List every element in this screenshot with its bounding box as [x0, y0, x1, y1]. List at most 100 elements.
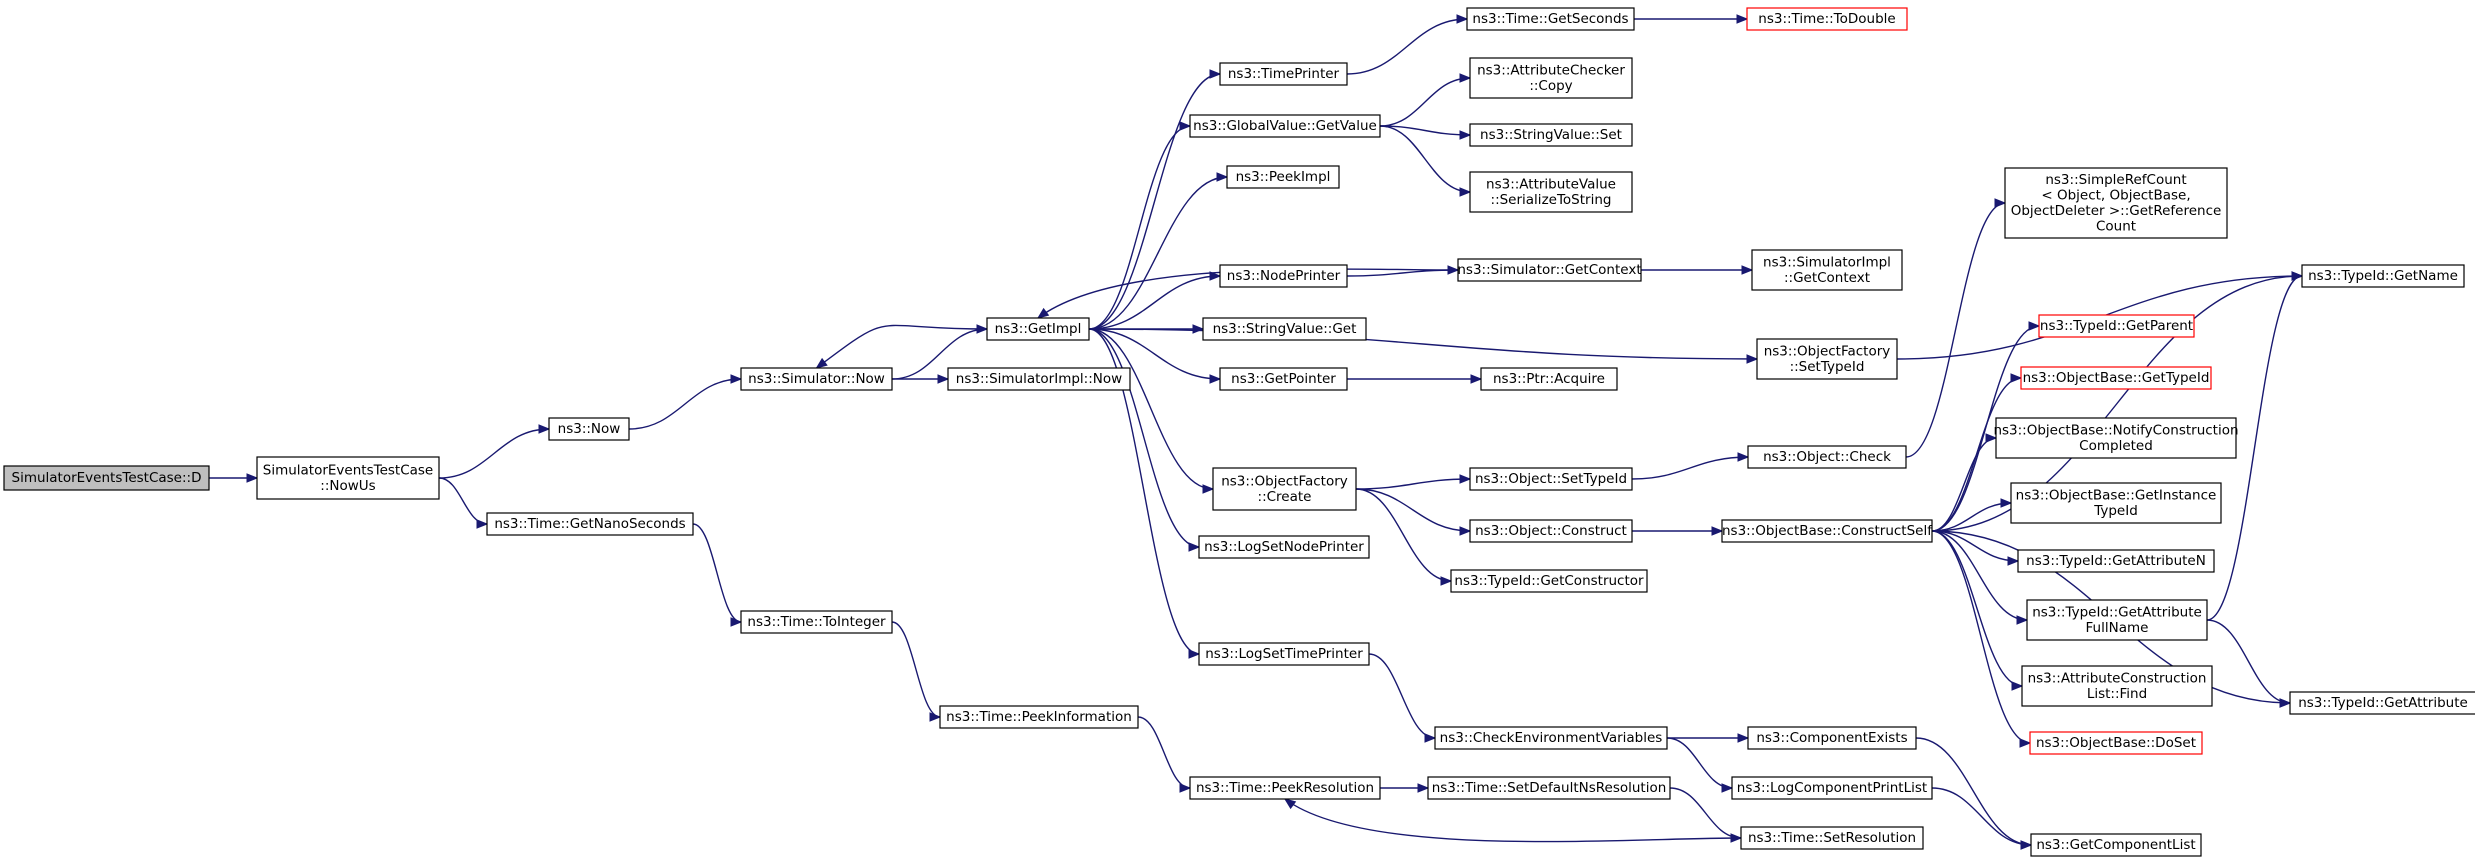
node-ns3-objectbase-constructself[interactable]: ns3::ObjectBase::ConstructSelf [1721, 519, 1933, 543]
node-ns3-objectbase-gettypeid[interactable]: ns3::ObjectBase::GetTypeId [2020, 366, 2212, 390]
node-ns3-componentexists[interactable]: ns3::ComponentExists [1747, 726, 1917, 750]
node-ns3-time-todouble[interactable]: ns3::Time::ToDouble [1746, 7, 1908, 31]
node-ns3-logcomponentprintlist[interactable]: ns3::LogComponentPrintList [1731, 776, 1933, 800]
edge-setdefres-to-setres [1669, 787, 1742, 839]
node-ns3-ptr-acquire[interactable]: ns3::Ptr::Acquire [1480, 367, 1618, 391]
node-ns3-typeid-getparent[interactable]: ns3::TypeId::GetParent [2038, 314, 2195, 338]
node-ns3-object-settypeid[interactable]: ns3::Object::SetTypeId [1469, 467, 1633, 491]
node-ns3-time-peekresolution[interactable]: ns3::Time::PeekResolution [1189, 776, 1381, 800]
node-ns3-getimpl[interactable]: ns3::GetImpl [986, 317, 1090, 341]
node-ns3-time-tointeger[interactable]: ns3::Time::ToInteger [740, 610, 893, 634]
node-box [1747, 726, 1917, 750]
node-label: ns3::StringValue::Get [1213, 321, 1357, 337]
node-box [1751, 249, 1903, 291]
node-ns3-typeid-getname[interactable]: ns3::TypeId::GetName [2301, 264, 2465, 288]
node-label: ns3::Object::Construct [1475, 523, 1627, 539]
node-ns3-objectbase-notifyconstruction-completed[interactable]: ns3::ObjectBase::NotifyConstructionCompl… [1993, 417, 2239, 459]
node-ns3-nodeprinter[interactable]: ns3::NodePrinter [1219, 264, 1348, 288]
node-box [1469, 467, 1633, 491]
node-ns3-typeid-getconstructor[interactable]: ns3::TypeId::GetConstructor [1450, 569, 1648, 593]
node-ns3-attributevalue-serializetostring[interactable]: ns3::AttributeValue::SerializeToString [1469, 171, 1633, 213]
node-ns3-attributechecker-copy[interactable]: ns3::AttributeChecker::Copy [1469, 57, 1633, 99]
node-ns3-typeid-getattribute[interactable]: ns3::TypeId::GetAttribute [2289, 691, 2475, 715]
edge-gvgetvalue-to-accopy [1379, 77, 1471, 127]
node-ns3-time-setdefaultnsresolution[interactable]: ns3::Time::SetDefaultNsResolution [1427, 776, 1671, 800]
node-ns3-objectbase-doset[interactable]: ns3::ObjectBase::DoSet [2029, 731, 2203, 755]
node-label: Completed [2079, 438, 2153, 454]
node-ns3-logsetnodeprinter[interactable]: ns3::LogSetNodePrinter [1198, 535, 1370, 559]
node-box [486, 512, 694, 536]
node-ns3-time-getseconds[interactable]: ns3::Time::GetSeconds [1466, 7, 1635, 31]
edge-nowus-to-getnano [438, 477, 488, 525]
node-ns3-globalvalue-getvalue[interactable]: ns3::GlobalValue::GetValue [1189, 114, 1381, 138]
node-ns3-checkenvironmentvariables[interactable]: ns3::CheckEnvironmentVariables [1434, 726, 1668, 750]
node-ns3-objectfactory-create[interactable]: ns3::ObjectFactory::Create [1212, 467, 1357, 511]
node-box [1747, 445, 1907, 469]
node-box [1731, 776, 1933, 800]
edge-obconstructself-to-tidgetattrn [1931, 530, 2019, 562]
node-box [1746, 7, 1908, 31]
node-ns3-stringvalue-get[interactable]: ns3::StringValue::Get [1202, 317, 1367, 341]
arrowhead [246, 473, 259, 483]
edge-logcompprint-to-getcomplist [1931, 787, 2032, 846]
node-label: ns3::Ptr::Acquire [1493, 371, 1605, 387]
node-ns3-logsettimeprinter[interactable]: ns3::LogSetTimePrinter [1198, 642, 1370, 666]
edge-getimpl-to-ofsettid [1088, 328, 1758, 360]
node-label: ns3::Time::ToInteger [747, 614, 886, 630]
node-ns3-time-getnanoseconds[interactable]: ns3::Time::GetNanoSeconds [486, 512, 694, 536]
node-box [2020, 366, 2212, 390]
arrowhead [929, 712, 942, 722]
node-ns3-simulator-now[interactable]: ns3::Simulator::Now [740, 367, 893, 391]
edge-obconstructself-to-acfind [1931, 530, 2023, 687]
node-label: ns3::Simulator::Now [748, 371, 885, 387]
node-box [1219, 62, 1348, 86]
node-box [2004, 167, 2228, 239]
node-ns3-typeid-getattributen[interactable]: ns3::TypeId::GetAttributeN [2017, 549, 2215, 573]
node-ns3-time-setresolution[interactable]: ns3::Time::SetResolution [1740, 826, 1924, 850]
node-box [2021, 665, 2213, 707]
node-ns3-peekimpl[interactable]: ns3::PeekImpl [1226, 165, 1340, 189]
arrowhead [1440, 576, 1453, 586]
node-simulatoreventstestcase-nowus[interactable]: SimulatorEventsTestCase::NowUs [256, 456, 440, 500]
node-ns3-getcomponentlist[interactable]: ns3::GetComponentList [2030, 833, 2202, 857]
node-ns3-timeprinter[interactable]: ns3::TimePrinter [1219, 62, 1348, 86]
arrowhead [1188, 649, 1201, 659]
arrowhead [1736, 14, 1749, 24]
edge-getimpl-to-logsettime [1088, 328, 1200, 655]
node-box [2017, 549, 2215, 573]
node-box [256, 456, 440, 500]
edge-obconstructself-to-tidgetname [1931, 275, 2303, 532]
node-ns3-time-peekinformation[interactable]: ns3::Time::PeekInformation [939, 705, 1139, 729]
node-ns3-simulatorimpl-getcontext[interactable]: ns3::SimulatorImpl::GetContext [1751, 249, 1903, 291]
node-ns3-objectfactory-settypeid[interactable]: ns3::ObjectFactory::SetTypeId [1756, 338, 1898, 380]
node-box [1756, 338, 1898, 380]
node-ns3-stringvalue-set[interactable]: ns3::StringValue::Set [1469, 123, 1633, 147]
arrowhead [2010, 373, 2023, 383]
node-label: ::Copy [1529, 78, 1572, 94]
node-ns3-getpointer[interactable]: ns3::GetPointer [1219, 367, 1348, 391]
node-box [1450, 569, 1648, 593]
edge-tidgetattrfull-to-tidgetname [2206, 275, 2303, 621]
node-ns3-object-check[interactable]: ns3::Object::Check [1747, 445, 1907, 469]
node-label: ns3::AttributeConstruction [2028, 670, 2207, 686]
node-box [2301, 264, 2465, 288]
arrowhead [1188, 542, 1201, 552]
node-simulatoreventstestcase-d: SimulatorEventsTestCase::D [3, 465, 210, 491]
edge-getimpl-to-nodeprinter [1088, 275, 1221, 330]
node-label: ns3::Object::SetTypeId [1475, 471, 1627, 487]
node-label: ns3::StringValue::Set [1480, 127, 1622, 143]
node-ns3-simplerefcount-object-objectbase-objectdeleter-getreference-count[interactable]: ns3::SimpleRefCount< Object, ObjectBase,… [2004, 167, 2228, 239]
node-label: ns3::LogSetTimePrinter [1205, 646, 1363, 662]
node-ns3-simulatorimpl-now[interactable]: ns3::SimulatorImpl::Now [947, 367, 1131, 391]
node-label: ns3::LogComponentPrintList [1737, 780, 1927, 796]
node-ns3-object-construct[interactable]: ns3::Object::Construct [1469, 519, 1633, 543]
node-ns3-now[interactable]: ns3::Now [548, 417, 630, 441]
arrowhead [2007, 556, 2020, 566]
node-label: ::GetContext [1784, 270, 1870, 286]
node-ns3-simulator-getcontext[interactable]: ns3::Simulator::GetContext [1457, 258, 1642, 282]
arrowhead [1985, 433, 1998, 443]
